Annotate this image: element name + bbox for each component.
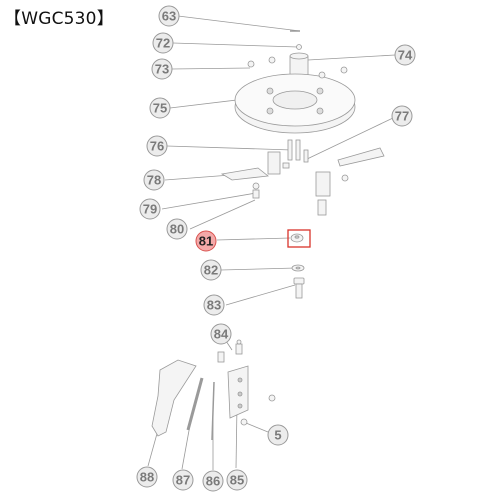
- part-badge-85: 85: [226, 469, 248, 491]
- badge-circle: [210, 323, 232, 345]
- parts-drawings: [151, 30, 385, 441]
- badge-circle: [146, 135, 168, 157]
- part-number-label: 76: [150, 139, 164, 154]
- badge-circle: [202, 470, 224, 492]
- badge-circle: [172, 469, 194, 491]
- badge-circle: [267, 424, 289, 446]
- badge-circle: [139, 198, 161, 220]
- badge-circle: [200, 259, 222, 281]
- rod-icon: [186, 377, 204, 431]
- part-badge-82: 82: [200, 259, 222, 281]
- part-number-label: 83: [207, 298, 221, 313]
- part-number-badges: 63 72 73 74 75 76 77 78 79 80 81 82 83 84 5 85 86 87 88: [136, 5, 416, 492]
- badge-circle: [136, 466, 158, 488]
- part-number-label: 82: [204, 263, 218, 278]
- part-number-label: 5: [274, 428, 281, 443]
- nut-icon: [290, 233, 304, 243]
- part-badge-86: 86: [202, 470, 224, 492]
- washer-icon: [291, 264, 305, 272]
- part-number-label: 85: [230, 473, 244, 488]
- part-badge-83: 83: [203, 294, 225, 316]
- part-number-label: 81: [199, 234, 213, 249]
- badge-circle: [226, 469, 248, 491]
- badge-circle: [166, 218, 188, 240]
- part-number-label: 63: [162, 9, 176, 24]
- part-badge-5: 5: [267, 424, 289, 446]
- guard-plate-icon: [151, 359, 197, 437]
- part-number-label: 80: [170, 222, 184, 237]
- badge-circle: [203, 294, 225, 316]
- badge-circle: [158, 5, 180, 27]
- badge-circle: [151, 58, 173, 80]
- bolt-icon: [240, 394, 276, 426]
- part-badge-75: 75: [149, 97, 171, 119]
- part-number-label: 88: [140, 470, 154, 485]
- badge-circle: [391, 105, 413, 127]
- part-number-label: 72: [156, 36, 170, 51]
- bolt-icon: [293, 277, 305, 299]
- badge-circle: [152, 32, 174, 54]
- part-number-label: 86: [206, 474, 220, 489]
- part-number-label: 84: [214, 327, 229, 342]
- rod-icon: [211, 381, 215, 441]
- leader-lines: [147, 15, 396, 470]
- part-badge-73: 73: [151, 58, 173, 80]
- part-badge-74: 74: [394, 44, 416, 66]
- part-number-label: 87: [176, 473, 190, 488]
- part-badge-79: 79: [139, 198, 161, 220]
- part-number-label: 75: [153, 101, 167, 116]
- part-number-label: 74: [398, 48, 413, 63]
- part-number-label: 73: [155, 62, 169, 77]
- badge-circle: [149, 97, 171, 119]
- part-badge-76: 76: [146, 135, 168, 157]
- part-badge-88: 88: [136, 466, 158, 488]
- pin-icon: [290, 30, 302, 50]
- blade-disc-icon: [234, 56, 356, 134]
- part-badge-78: 78: [143, 169, 165, 191]
- part-badge-63: 63: [158, 5, 180, 27]
- part-badge-77: 77: [391, 105, 413, 127]
- part-number-label: 77: [395, 109, 409, 124]
- bracket-icon: [227, 365, 249, 419]
- part-number-label: 78: [147, 173, 161, 188]
- blade-icon: [220, 151, 281, 199]
- part-badge-72: 72: [152, 32, 174, 54]
- highlight-box: [287, 229, 311, 248]
- badge-circle: [143, 169, 165, 191]
- part-badge-81: 81: [195, 230, 217, 252]
- blade-icon: [315, 147, 385, 216]
- badge-circle: [394, 44, 416, 66]
- bolt-icon: [217, 339, 243, 363]
- part-badge-80: 80: [166, 218, 188, 240]
- bolt-icon: [282, 139, 309, 169]
- part-badge-87: 87: [172, 469, 194, 491]
- diagram-title: 【WGC530】: [4, 9, 114, 29]
- badge-circle: [195, 230, 217, 252]
- part-badge-84: 84: [210, 323, 232, 345]
- part-number-label: 79: [143, 202, 157, 217]
